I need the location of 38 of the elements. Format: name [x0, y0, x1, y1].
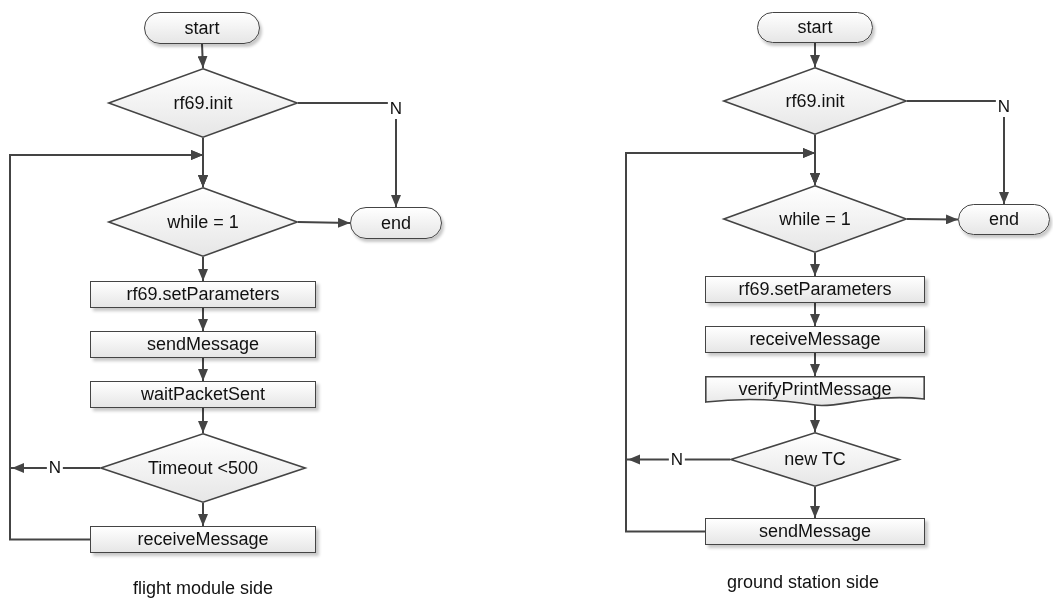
process-box — [705, 276, 925, 303]
node-label: rf69.setParameters — [126, 284, 280, 305]
process-box — [90, 381, 316, 408]
node-label: new TC — [784, 449, 846, 470]
decision-diamond — [108, 68, 298, 138]
terminal-pill — [350, 207, 442, 239]
node-label: end — [988, 209, 1019, 230]
decision-diamond — [723, 67, 907, 135]
process-box — [705, 326, 925, 353]
node-label: sendMessage — [146, 334, 260, 355]
node-label: start — [797, 17, 833, 38]
node-label: receiveMessage — [137, 529, 269, 550]
document-box — [705, 376, 925, 407]
decision-diamond — [100, 433, 306, 503]
decision-diamond — [723, 185, 907, 253]
decision-diamond — [730, 432, 900, 487]
process-box — [90, 331, 316, 358]
process-box — [705, 518, 925, 545]
node-label: while = 1 — [779, 208, 851, 230]
caption-text: flight module side — [131, 578, 275, 599]
node-label: rf69.init — [173, 92, 233, 114]
node-label: verifyPrintMessage — [738, 379, 892, 400]
process-box — [90, 281, 316, 308]
node-label: start — [184, 17, 220, 39]
node-label: waitPacketSent — [140, 384, 266, 405]
node-label: receiveMessage — [749, 329, 881, 350]
terminal-pill — [757, 12, 873, 43]
node-label: while = 1 — [167, 211, 239, 233]
node-label: sendMessage — [758, 521, 872, 542]
decision-diamond — [108, 187, 298, 257]
terminal-pill — [958, 204, 1050, 235]
node-label: end — [380, 212, 411, 234]
process-box — [90, 526, 316, 553]
terminal-pill — [144, 12, 260, 44]
node-label: rf69.setParameters — [738, 279, 892, 300]
node-label: rf69.init — [785, 90, 845, 112]
node-label: Timeout <500 — [148, 457, 258, 479]
caption-text: ground station side — [725, 572, 881, 593]
